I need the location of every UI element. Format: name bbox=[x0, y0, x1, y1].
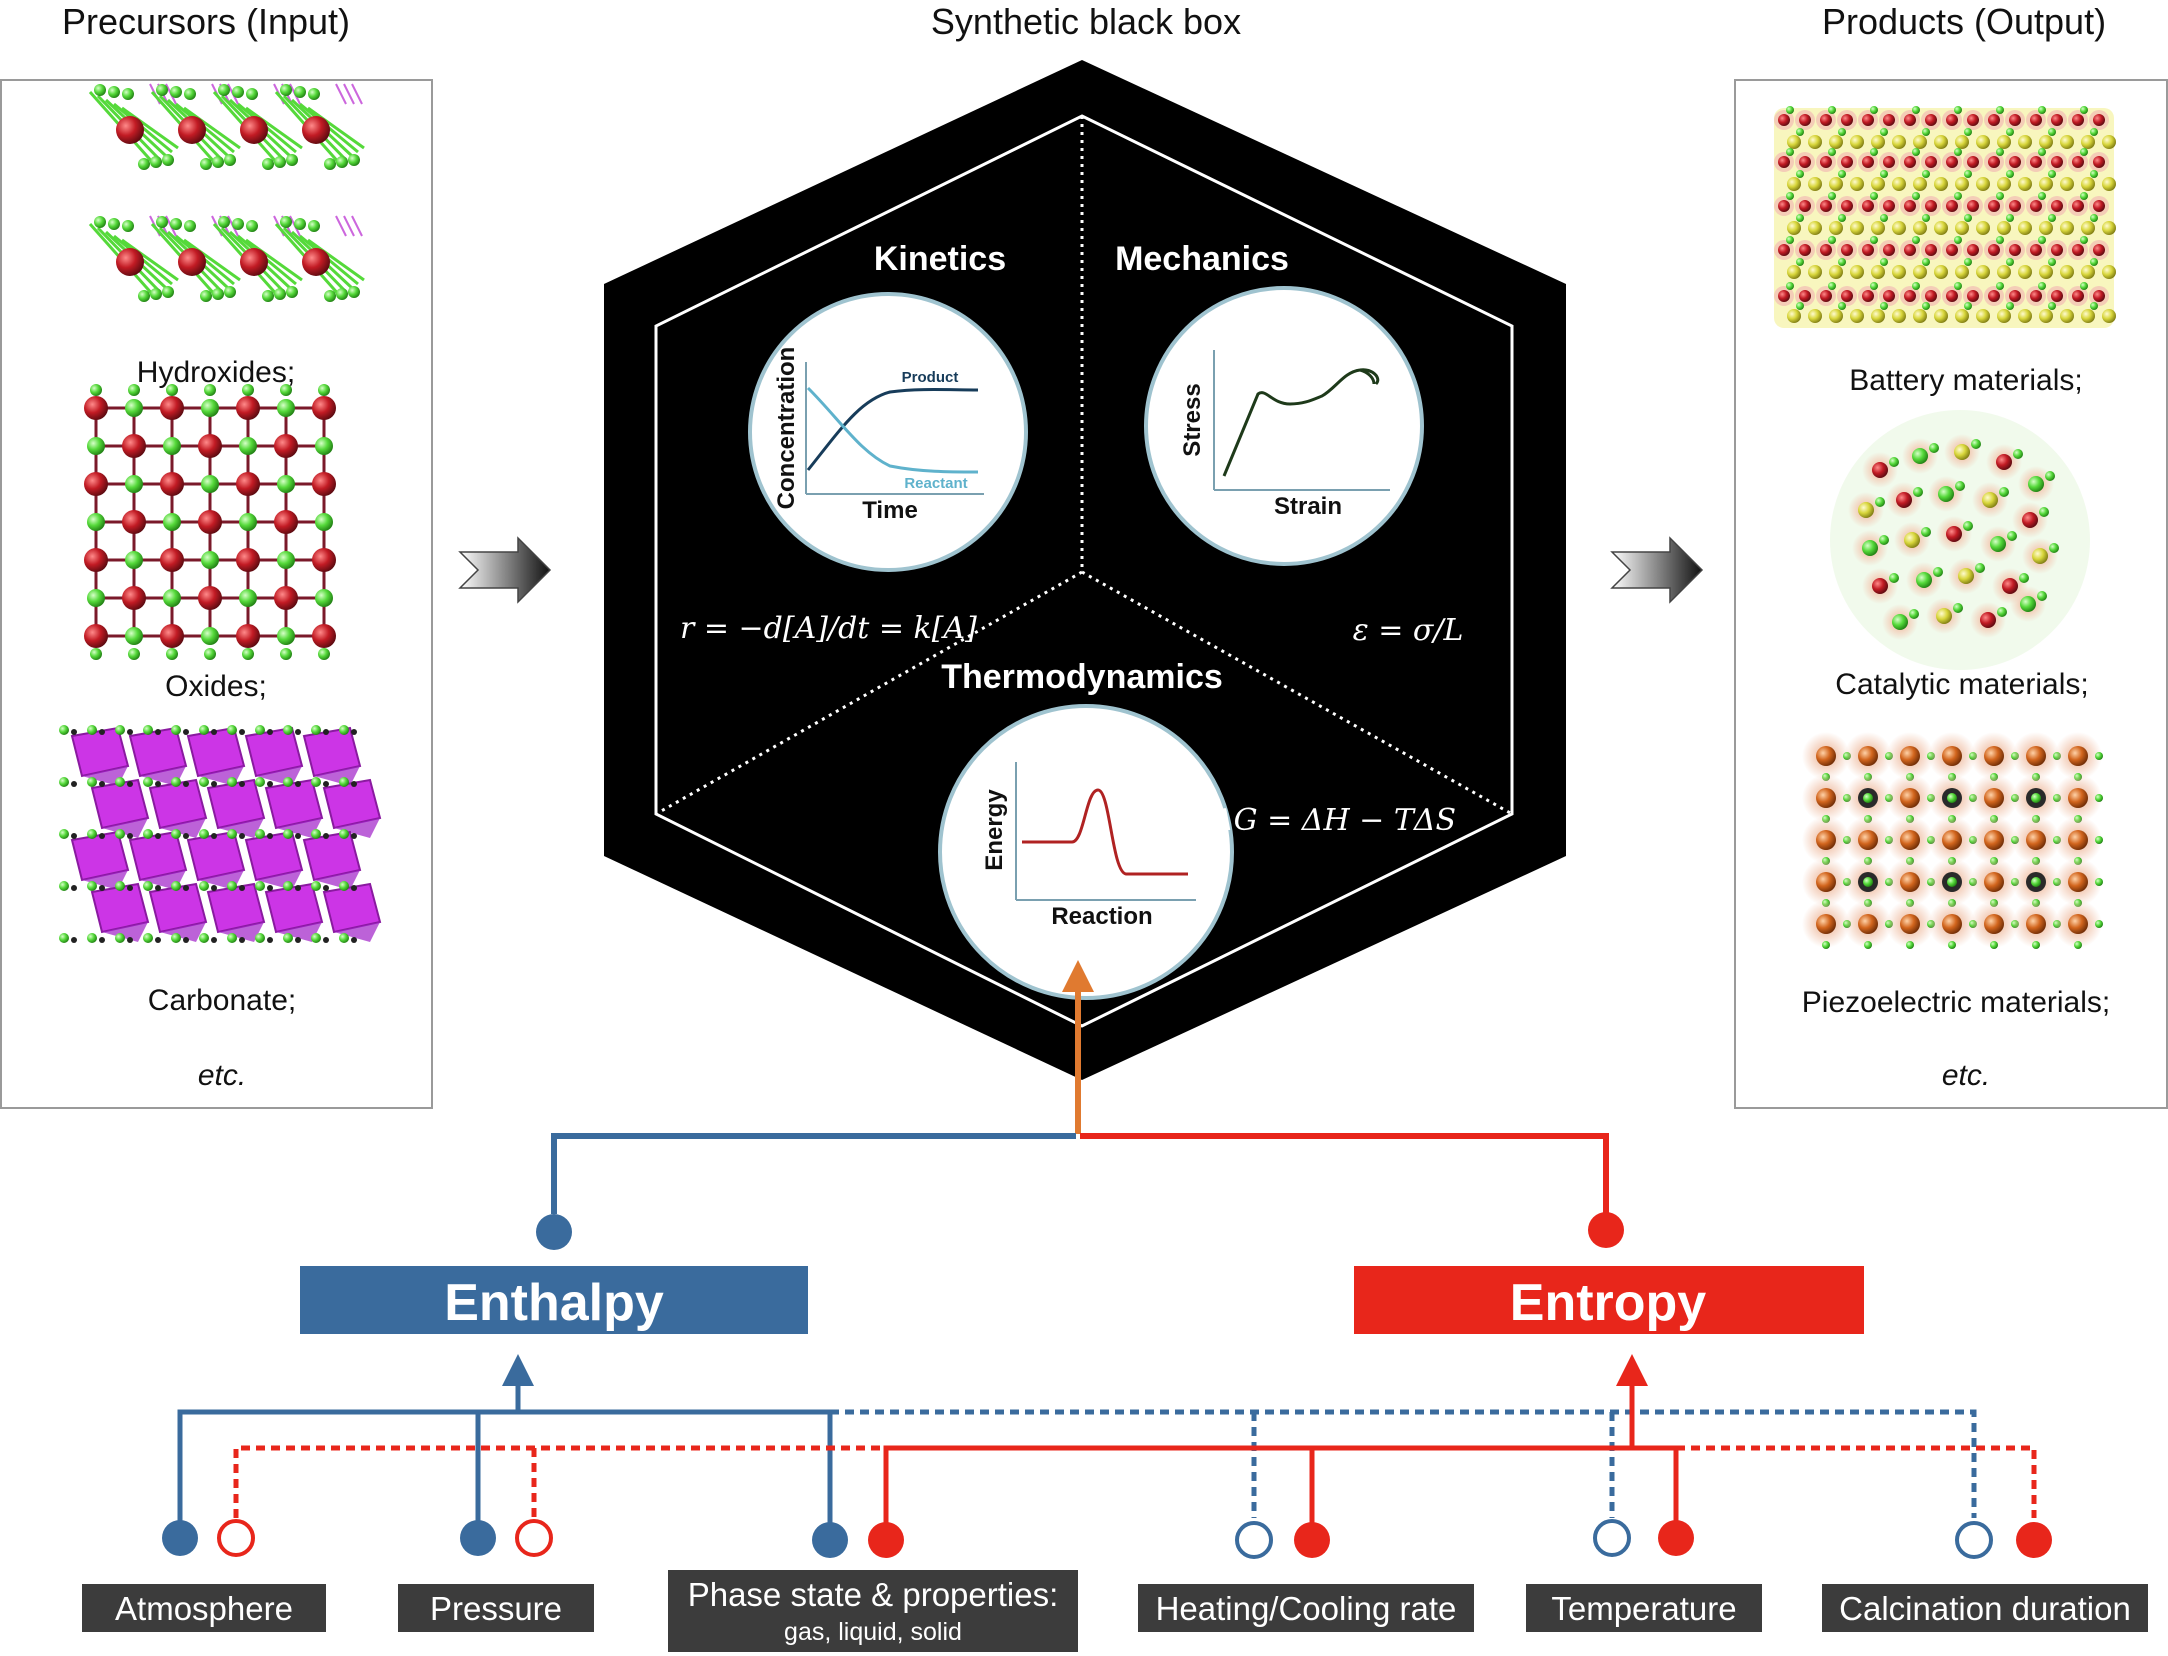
product-piezoelectric-label: Piezoelectric materials; bbox=[1802, 986, 2110, 1019]
pressure-entropy-node bbox=[515, 1519, 553, 1557]
precursor-etc-label: etc. bbox=[198, 1059, 246, 1092]
thermodynamics-equation: ΔG = ΔH − TΔS bbox=[1211, 803, 1456, 838]
heading-box: Synthetic black box bbox=[931, 1, 1241, 42]
output-arrow-icon bbox=[1610, 536, 1704, 604]
kinetics-x-label: Time bbox=[862, 497, 918, 524]
thermodynamics-input-arrowhead-icon bbox=[1062, 960, 1094, 992]
entropy-connector-line bbox=[1080, 1133, 1609, 1214]
kinetics-y-label: Concentration bbox=[773, 347, 800, 510]
kinetics-product-curve bbox=[806, 388, 979, 471]
entropy-dotted-tree bbox=[233, 1445, 2037, 1518]
phase-enthalpy-node bbox=[812, 1522, 848, 1558]
kinetics-product-label: Product bbox=[902, 369, 959, 386]
thermodynamics-x-label: Reaction bbox=[1051, 903, 1152, 930]
temperature-entropy-node bbox=[1658, 1520, 1694, 1556]
temperature-enthalpy-node bbox=[1593, 1519, 1631, 1557]
mechanics-stress-strain-curve bbox=[1222, 368, 1380, 477]
thermodynamics-energy-curve bbox=[1022, 788, 1188, 876]
atmosphere-entropy-node bbox=[217, 1519, 255, 1557]
factor-temperature-label: Temperature bbox=[1551, 1590, 1736, 1627]
mechanics-equation: ε = σ/L bbox=[1353, 613, 1464, 648]
precursor-carbonate-label: Carbonate; bbox=[148, 984, 296, 1017]
factor-heating-box bbox=[1138, 1584, 1474, 1632]
entropy-label: Entropy bbox=[1510, 1274, 1707, 1332]
product-catalytic-label: Catalytic materials; bbox=[1835, 668, 2088, 701]
pressure-enthalpy-node bbox=[460, 1520, 496, 1556]
factor-temperature-box bbox=[1526, 1584, 1762, 1632]
entropy-tree-arrowhead-icon bbox=[1616, 1354, 1648, 1386]
entropy-factor-tree bbox=[883, 1360, 1679, 1532]
enthalpy-dotted-tree bbox=[830, 1409, 1977, 1518]
atmosphere-enthalpy-node bbox=[162, 1520, 198, 1556]
input-arrow-icon bbox=[458, 536, 552, 604]
factor-atmosphere-box bbox=[82, 1584, 326, 1632]
precursor-hydroxides-label: Hydroxides; bbox=[137, 356, 295, 389]
hexagon-divider-right bbox=[1081, 570, 1513, 816]
entropy-box bbox=[1354, 1266, 1864, 1334]
kinetics-circle bbox=[748, 292, 1028, 572]
battery-material-image bbox=[1774, 106, 2116, 328]
entropy-connector-node bbox=[1588, 1212, 1624, 1248]
enthalpy-label: Enthalpy bbox=[444, 1274, 664, 1332]
calcination-entropy-node bbox=[2016, 1522, 2052, 1558]
heading-output: Products (Output) bbox=[1822, 1, 2106, 42]
enthalpy-tree-arrowhead-icon bbox=[502, 1354, 534, 1386]
kinetics-reactant-curve bbox=[806, 386, 979, 474]
factor-phase-sublabel: gas, liquid, solid bbox=[784, 1618, 962, 1646]
product-etc-label: etc. bbox=[1942, 1059, 1990, 1092]
factor-atmosphere-label: Atmosphere bbox=[115, 1590, 293, 1627]
catalytic-material-image bbox=[1830, 410, 2090, 670]
factor-calcination-box bbox=[1822, 1584, 2148, 1632]
mechanics-title: Mechanics bbox=[1115, 240, 1289, 278]
mechanics-x-label: Strain bbox=[1274, 493, 1342, 520]
factor-pressure-label: Pressure bbox=[430, 1590, 562, 1627]
product-battery-label: Battery materials; bbox=[1849, 364, 2082, 397]
kinetics-title: Kinetics bbox=[874, 240, 1006, 278]
phase-entropy-node bbox=[868, 1522, 904, 1558]
mechanics-y-label: Stress bbox=[1179, 383, 1206, 456]
factor-calcination-label: Calcination duration bbox=[1839, 1590, 2131, 1627]
hexagon-divider-left bbox=[655, 570, 1083, 816]
precursor-oxides-label: Oxides; bbox=[165, 670, 267, 703]
calcination-enthalpy-node bbox=[1955, 1521, 1993, 1559]
thermodynamics-circle bbox=[938, 704, 1234, 1000]
factor-pressure-box bbox=[398, 1584, 594, 1632]
hexagon-inner-outline bbox=[654, 114, 1514, 1028]
thermodynamics-title: Thermodynamics bbox=[941, 658, 1223, 696]
carbonate-structure-image bbox=[59, 725, 382, 943]
factor-heating-label: Heating/Cooling rate bbox=[1156, 1590, 1457, 1627]
thermodynamics-y-label: Energy bbox=[981, 789, 1008, 871]
heating-enthalpy-node bbox=[1235, 1521, 1273, 1559]
enthalpy-connector-node bbox=[536, 1214, 572, 1250]
piezoelectric-material-image bbox=[1802, 732, 2103, 949]
factor-nodes bbox=[162, 1519, 2052, 1559]
factor-phase-box bbox=[668, 1570, 1078, 1652]
heating-entropy-node bbox=[1294, 1522, 1330, 1558]
kinetics-equation: r = −d[A]/dt = k[A] bbox=[680, 611, 977, 646]
kinetics-reactant-label: Reactant bbox=[904, 475, 967, 492]
oxide-structure-image bbox=[84, 384, 336, 660]
enthalpy-connector-line bbox=[551, 1133, 1076, 1214]
factor-phase-label: Phase state & properties: bbox=[688, 1576, 1059, 1613]
hydroxide-structure-image bbox=[88, 83, 365, 302]
heading-input: Precursors (Input) bbox=[62, 1, 350, 42]
enthalpy-box bbox=[300, 1266, 808, 1334]
